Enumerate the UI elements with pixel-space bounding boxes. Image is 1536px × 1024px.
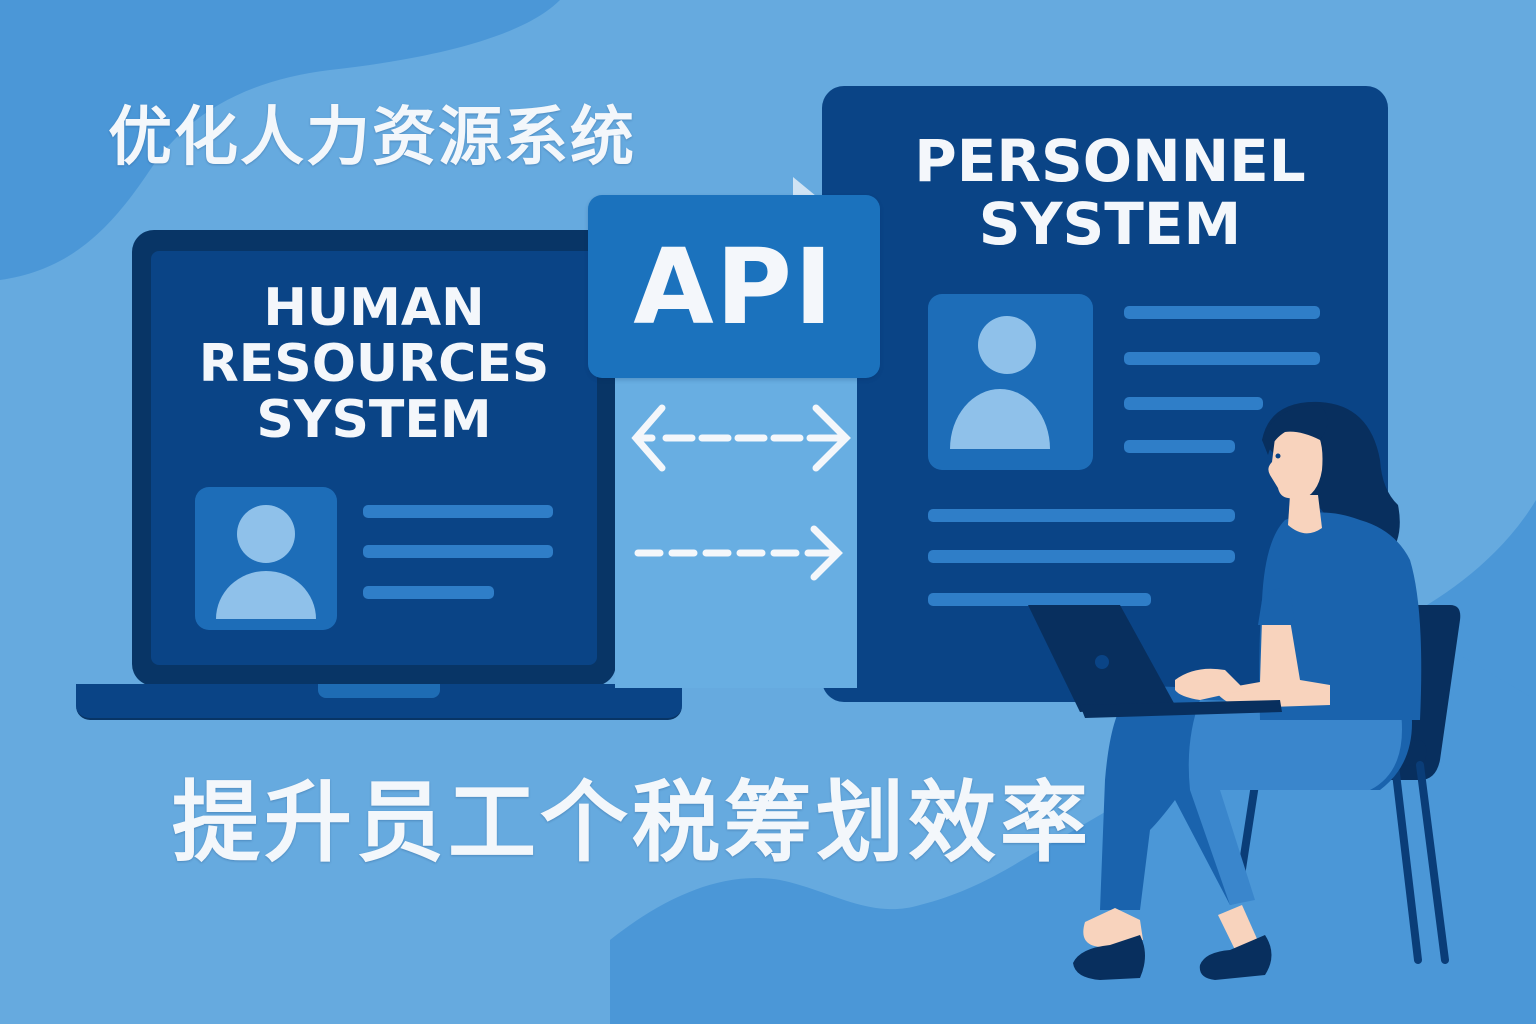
hr-laptop-notch	[318, 684, 440, 698]
double-arrow-icon	[631, 404, 851, 472]
personnel-detail-line	[928, 593, 1151, 606]
user-profile-icon	[928, 294, 1093, 470]
pointer-triangle-icon	[793, 177, 816, 196]
personnel-title-line-2: SYSTEM	[978, 189, 1242, 258]
personnel-detail-line	[1124, 397, 1263, 410]
api-label: API	[633, 225, 835, 348]
personnel-detail-line	[928, 550, 1235, 563]
hr-title-line-2: RESOURCES	[198, 334, 550, 395]
woman-using-laptop-illustration	[1028, 401, 1461, 980]
hr-title-line-1: HUMAN	[263, 278, 485, 338]
hr-detail-line	[363, 545, 553, 558]
personnel-detail-line	[1124, 306, 1320, 319]
personnel-title-line-1: PERSONNEL	[914, 127, 1306, 195]
personnel-detail-line	[928, 509, 1235, 522]
hr-detail-line	[363, 505, 553, 518]
avatar-head	[237, 505, 295, 563]
avatar-body	[216, 571, 316, 619]
page-title: 优化人力资源系统	[108, 101, 636, 175]
personnel-detail-line	[1124, 440, 1235, 453]
page-subtitle: 提升员工个税筹划效率	[172, 771, 1093, 874]
personnel-system-title: PERSONNEL SYSTEM	[860, 130, 1360, 255]
hr-title-line-3: SYSTEM	[256, 390, 492, 451]
user-profile-icon	[195, 487, 337, 630]
api-badge: API	[588, 195, 880, 378]
personnel-detail-line	[1124, 352, 1320, 365]
hr-system-title: HUMAN RESOURCES SYSTEM	[151, 278, 597, 451]
hr-detail-line	[363, 586, 494, 599]
arrow-right-icon	[634, 525, 843, 581]
avatar-head	[978, 316, 1036, 374]
